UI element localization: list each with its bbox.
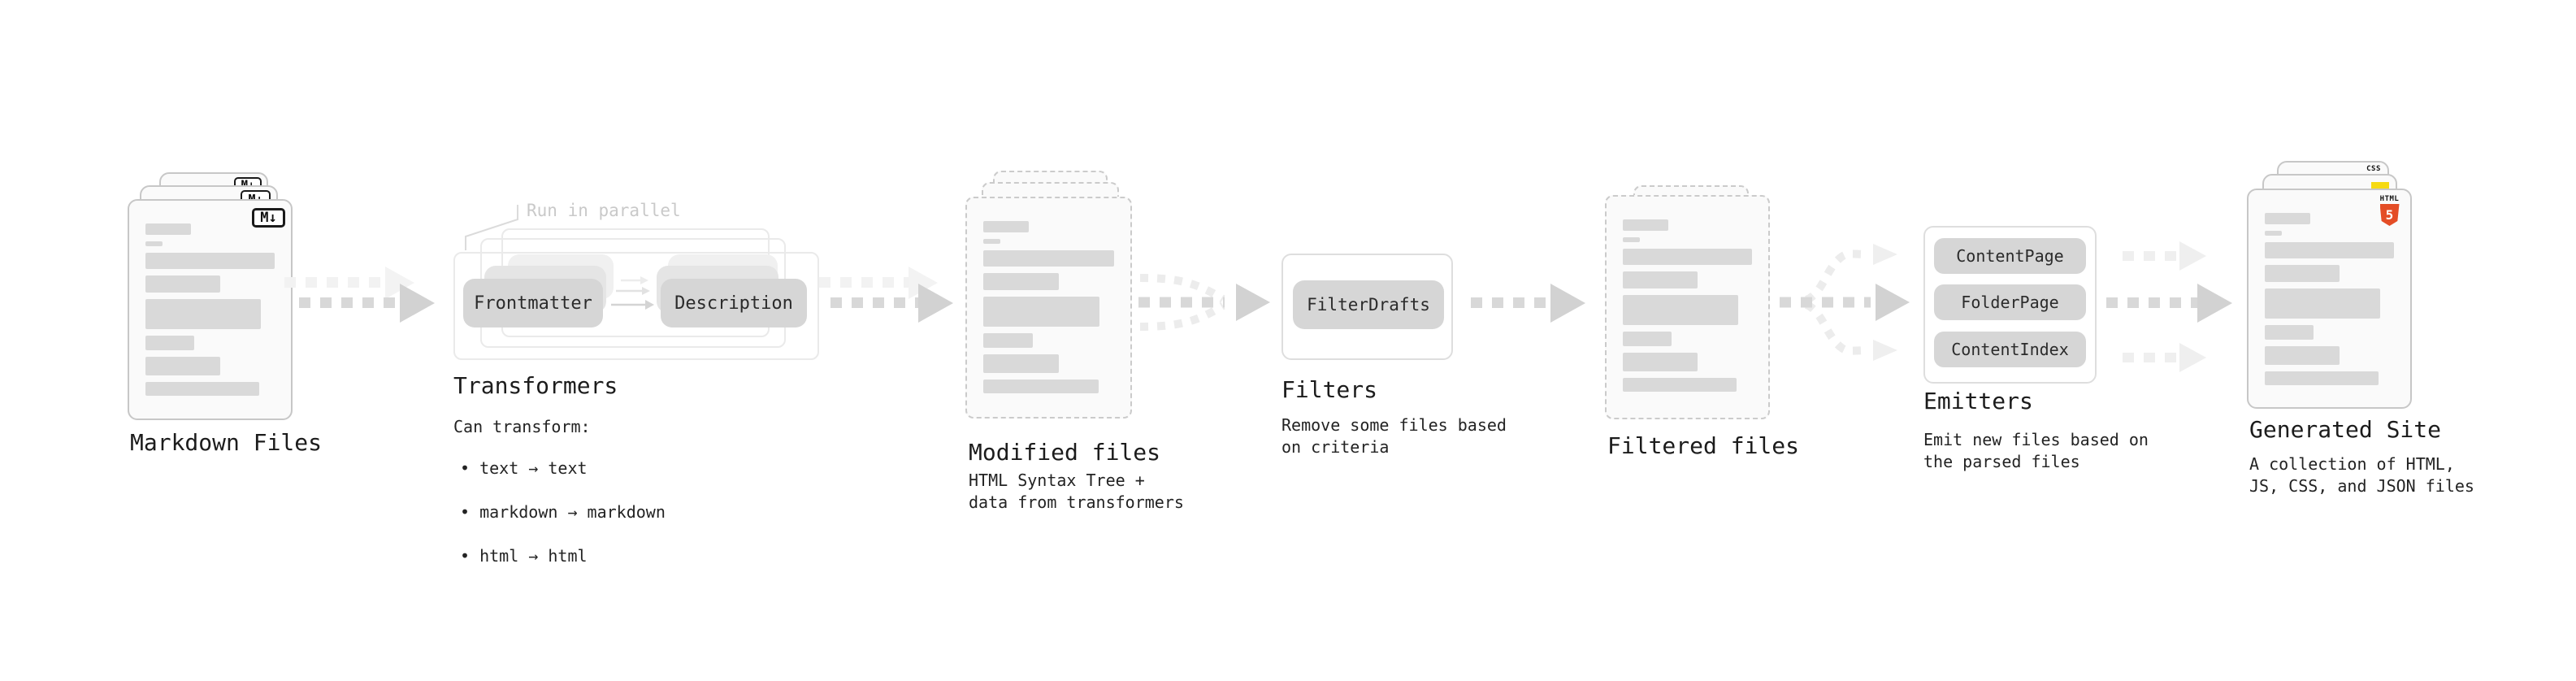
placeholder-bar xyxy=(1623,271,1698,288)
placeholder-bar xyxy=(983,239,1000,244)
modified-files-caption: HTML Syntax Tree + data from transformer… xyxy=(969,471,1184,512)
placeholder-bar xyxy=(145,299,261,329)
markdown-icon: M↓ xyxy=(252,208,285,228)
placeholder-bar xyxy=(1623,237,1640,242)
placeholder-bar xyxy=(1623,219,1668,231)
placeholder-bar xyxy=(145,382,259,396)
css-badge-text: CSS xyxy=(2366,165,2381,173)
placeholder-bar xyxy=(1623,332,1672,346)
bullet-item: • text → text xyxy=(460,458,588,478)
placeholder-bar xyxy=(983,380,1099,393)
placeholder-bar xyxy=(983,250,1114,267)
contentindex-pill: ContentIndex xyxy=(1934,332,2086,367)
emitters-caption: Emit new files based on the parsed files xyxy=(1923,430,2149,471)
document-placeholder-lines xyxy=(983,221,1114,401)
stage-label-modified-files: Modified files xyxy=(969,439,1161,466)
parallel-arrows-icon xyxy=(611,276,654,310)
markdown-file-card-front: M↓ xyxy=(128,199,293,420)
placeholder-bar xyxy=(1623,295,1738,325)
placeholder-bar xyxy=(2265,231,2282,236)
placeholder-bar xyxy=(145,253,275,269)
bullet-item: • html → html xyxy=(460,546,588,566)
contentpage-pill: ContentPage xyxy=(1934,238,2086,274)
placeholder-bar xyxy=(145,223,191,235)
transformers-caption-title: Can transform: xyxy=(453,417,591,436)
html5-number: 5 xyxy=(2385,206,2394,223)
placeholder-bar xyxy=(145,357,221,375)
placeholder-bar xyxy=(2265,346,2340,365)
stage-label-filters: Filters xyxy=(1281,376,1378,403)
placeholder-bar xyxy=(1623,378,1737,392)
placeholder-bar xyxy=(145,336,195,350)
filterdrafts-pill: FilterDrafts xyxy=(1293,280,1444,329)
flow-arrow-fanout-to-emitters xyxy=(1780,244,1910,361)
modified-file-card-front xyxy=(965,197,1132,419)
placeholder-bar xyxy=(2265,288,2380,319)
frontmatter-pill: Frontmatter xyxy=(463,279,603,327)
stage-label-emitters: Emitters xyxy=(1923,388,2033,414)
run-in-parallel-note: Run in parallel xyxy=(527,201,681,220)
generated-site-caption: A collection of HTML, JS, CSS, and JSON … xyxy=(2249,454,2474,496)
filters-caption: Remove some files based on criteria xyxy=(1281,415,1507,457)
document-placeholder-lines xyxy=(2265,213,2394,391)
html5-logo-icon: HTML 5 xyxy=(2379,195,2400,226)
flow-arrow-merge-into-filters xyxy=(1138,274,1270,331)
filtered-file-card-front xyxy=(1605,195,1770,419)
placeholder-bar xyxy=(2265,242,2394,258)
transformers-bullet-list: • text → text • markdown → markdown • ht… xyxy=(460,436,666,589)
placeholder-bar xyxy=(2265,265,2340,282)
html5-badge-text: HTML xyxy=(2379,195,2400,203)
annotation-leader-line xyxy=(465,205,518,250)
placeholder-bar xyxy=(983,297,1100,327)
stage-label-markdown-files: Markdown Files xyxy=(130,429,323,456)
placeholder-bar xyxy=(2265,213,2310,224)
document-placeholder-lines xyxy=(1623,219,1752,401)
stage-label-generated-site: Generated Site xyxy=(2249,416,2442,443)
document-placeholder-lines xyxy=(145,223,275,402)
placeholder-bar xyxy=(2265,371,2379,385)
placeholder-bar xyxy=(983,221,1030,232)
stage-label-filtered-files: Filtered files xyxy=(1607,432,1800,459)
placeholder-bar xyxy=(1623,353,1698,371)
placeholder-bar xyxy=(983,333,1034,348)
placeholder-bar xyxy=(145,241,163,246)
placeholder-bar xyxy=(2265,325,2314,340)
bullet-item: • markdown → markdown xyxy=(460,502,666,522)
stage-label-transformers: Transformers xyxy=(453,372,618,399)
description-pill: Description xyxy=(661,279,807,327)
placeholder-bar xyxy=(983,354,1060,373)
transformer-run-box-front xyxy=(453,252,819,360)
placeholder-bar xyxy=(983,273,1060,290)
placeholder-bar xyxy=(145,275,221,293)
generated-file-card-front: HTML 5 xyxy=(2247,189,2412,409)
folderpage-pill: FolderPage xyxy=(1934,284,2086,320)
placeholder-bar xyxy=(1623,249,1752,265)
